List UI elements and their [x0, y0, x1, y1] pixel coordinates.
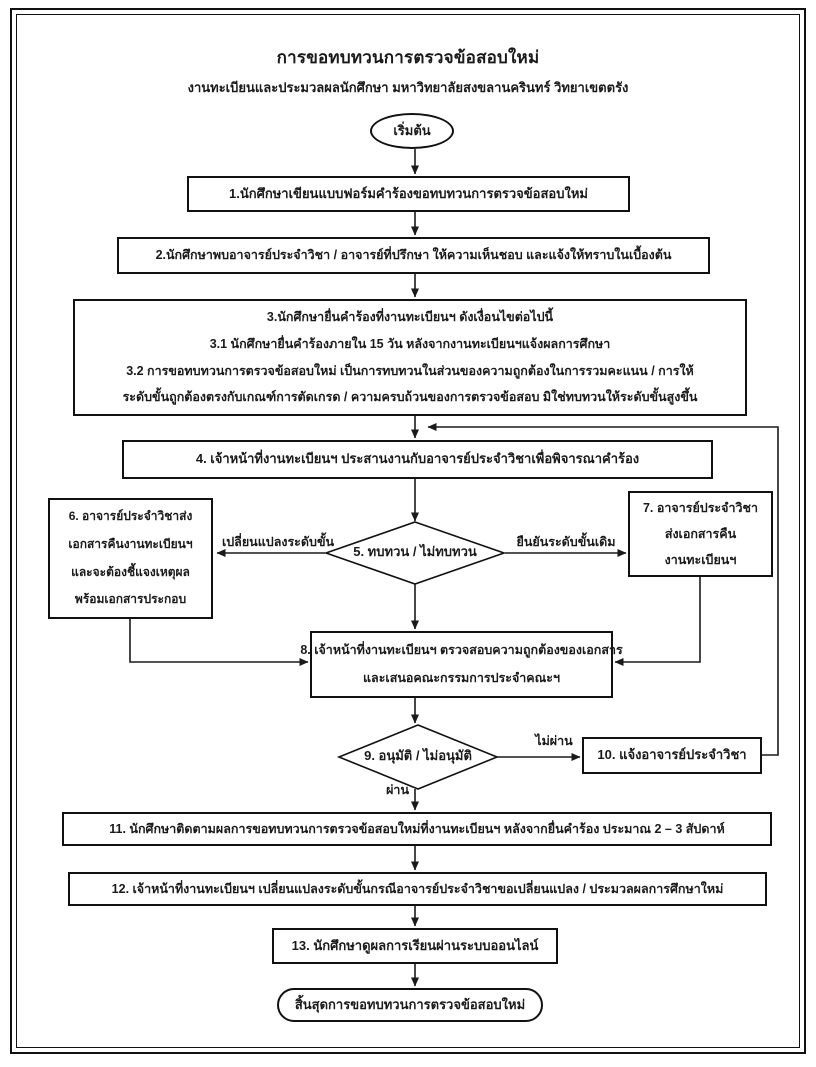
- branch-label-confirm-grade: ยืนยันระดับขั้นเดิม: [516, 535, 616, 549]
- page-title: การขอทบทวนการตรวจข้อสอบใหม่: [276, 48, 540, 67]
- step-3-line-4: ระดับขั้นถูกต้องตรงกับเกณฑ์การตัดเกรด / …: [122, 390, 698, 405]
- step-3-line-3: 3.2 การขอทบทวนการตรวจข้อสอบใหม่ เป็นการท…: [126, 363, 694, 378]
- process-step-7: 7. อาจารย์ประจำวิชา ส่งเอกสารคืน งานทะเบ…: [628, 491, 773, 577]
- step-11-text: 11. นักศึกษาติดตามผลการขอทบทวนการตรวจข้อ…: [109, 821, 725, 836]
- decision-step-9-label: 9. อนุมัติ / ไม่อนุมัติ: [364, 748, 472, 763]
- branch-label-change-grade: เปลี่ยนแปลงระดับขั้น: [221, 535, 335, 549]
- process-step-6: 6. อาจารย์ประจำวิชาส่ง เอกสารคืนงานทะเบี…: [48, 498, 213, 619]
- step-3-line-1: 3.นักศึกษายื่นคำร้องที่งานทะเบียนฯ ดังเง…: [266, 309, 554, 324]
- branch-label-pass: ผ่าน: [386, 783, 409, 797]
- process-step-13: 13. นักศึกษาดูผลการเรียนผ่านระบบออนไลน์: [272, 928, 558, 964]
- step-6-line-3: และจะต้องชี้แจงเหตุผล: [71, 564, 190, 579]
- process-step-2: 2.นักศึกษาพบอาจารย์ประจำวิชา / อาจารย์ที…: [117, 237, 710, 274]
- step-6-line-4: พร้อมเอกสารประกอบ: [74, 592, 187, 607]
- process-step-8: 8. เจ้าหน้าที่งานทะเบียนฯ ตรวจสอบความถูก…: [300, 631, 623, 698]
- page-border-inner: [16, 14, 800, 1048]
- step-7-line-3: งานทะเบียนฯ: [664, 553, 737, 568]
- process-step-11: 11. นักศึกษาติดตามผลการขอทบทวนการตรวจข้อ…: [62, 812, 772, 846]
- process-step-12: 12. เจ้าหน้าที่งานทะเบียนฯ เปลี่ยนแปลงระ…: [68, 872, 767, 906]
- decision-step-5-label: 5. ทบทวน / ไม่ทบทวน: [353, 544, 477, 559]
- step-12-text: 12. เจ้าหน้าที่งานทะเบียนฯ เปลี่ยนแปลงระ…: [111, 881, 724, 896]
- step-3-line-2: 3.1 นักศึกษายื่นคำร้องภายใน 15 วัน หลังจ…: [209, 336, 611, 351]
- step-7-line-2: ส่งเอกสารคืน: [664, 526, 737, 541]
- step-7-line-1: 7. อาจารย์ประจำวิชา: [642, 500, 759, 515]
- step-8-line-2: และเสนอคณะกรรมการประจำคณะฯ: [363, 670, 560, 685]
- process-step-10: 10. แจ้งอาจารย์ประจำวิชา: [582, 737, 762, 774]
- start-terminator: เริ่มต้น: [370, 113, 454, 149]
- step-4-text: 4. เจ้าหน้าที่งานทะเบียนฯ ประสานงานกับอา…: [195, 451, 640, 467]
- page-border-outer: [10, 8, 806, 1054]
- process-step-4: 4. เจ้าหน้าที่งานทะเบียนฯ ประสานงานกับอา…: [122, 440, 713, 479]
- branch-label-fail: ไม่ผ่าน: [535, 734, 573, 748]
- step-10-text: 10. แจ้งอาจารย์ประจำวิชา: [597, 747, 747, 763]
- end-terminator: สิ้นสุดการขอทบทวนการตรวจข้อสอบใหม่: [277, 988, 543, 1022]
- step-1-text: 1.นักศึกษาเขียนแบบฟอร์มคำร้องขอทบทวนการต…: [229, 185, 588, 201]
- process-step-1: 1.นักศึกษาเขียนแบบฟอร์มคำร้องขอทบทวนการต…: [187, 176, 630, 212]
- start-label: เริ่มต้น: [393, 122, 431, 138]
- step-6-line-1: 6. อาจารย์ประจำวิชาส่ง: [68, 509, 193, 524]
- step-13-text: 13. นักศึกษาดูผลการเรียนผ่านระบบออนไลน์: [291, 937, 539, 953]
- step-8-line-1: 8. เจ้าหน้าที่งานทะเบียนฯ ตรวจสอบความถูก…: [300, 643, 623, 657]
- step-2-text: 2.นักศึกษาพบอาจารย์ประจำวิชา / อาจารย์ที…: [155, 248, 672, 263]
- end-label: สิ้นสุดการขอทบทวนการตรวจข้อสอบใหม่: [294, 996, 526, 1012]
- step-6-line-2: เอกสารคืนงานทะเบียนฯ: [68, 536, 193, 551]
- page-subtitle: งานทะเบียนและประมวลผลนักศึกษา มหาวิทยาลั…: [187, 80, 629, 95]
- process-step-3: 3.นักศึกษายื่นคำร้องที่งานทะเบียนฯ ดังเง…: [73, 299, 747, 416]
